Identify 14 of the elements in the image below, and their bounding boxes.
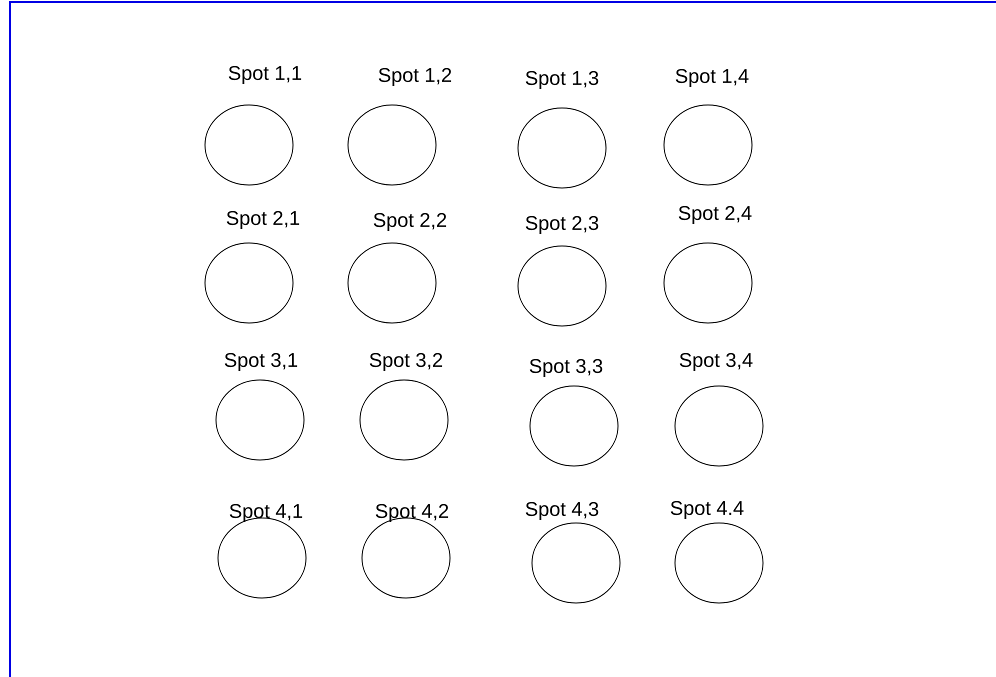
node-label: Spot 2,4 <box>678 206 752 224</box>
node-label: Spot 4,3 <box>526 502 598 520</box>
node-label: Spot 1,2 <box>378 68 452 86</box>
node-label: Spot 2,1 <box>226 210 300 230</box>
node-label: Spot 3,3 <box>530 358 602 378</box>
node-label: Spot 4.4 <box>670 500 744 520</box>
node-label: Spot 1,1 <box>228 66 302 84</box>
node-label: Spot 3,1 <box>224 352 298 372</box>
node-label: Spot 3,4 <box>680 352 753 372</box>
node-label: Spot 2,2 <box>374 212 446 232</box>
node-label: Spot 1,3 <box>526 70 598 90</box>
node-label: Spot 2,3 <box>526 216 598 234</box>
node-label: Spot 1,4 <box>676 68 749 88</box>
node-label: Spot 3,2 <box>370 352 442 372</box>
